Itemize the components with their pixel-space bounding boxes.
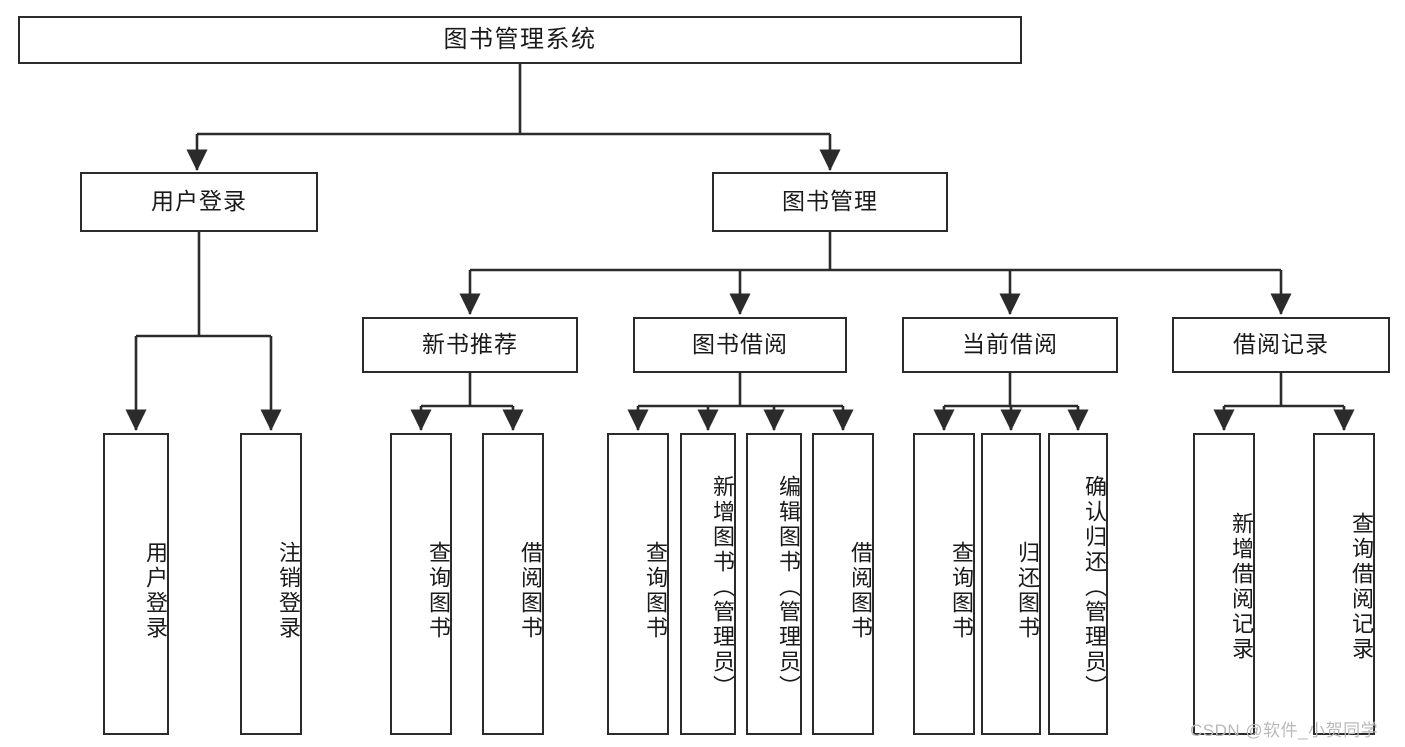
leaf-query-borrow-record[interactable]: 查询借阅记录: [1313, 433, 1375, 735]
leaf-user-logout[interactable]: 注销登录: [240, 433, 302, 735]
leaf-user-logout-label: 注销登录: [276, 541, 301, 641]
node-root[interactable]: 图书管理系统: [18, 16, 1022, 64]
leaf-edit-book-admin[interactable]: 编辑图书（管理员）: [746, 433, 802, 735]
leaf-edit-book-admin-label: 编辑图书（管理员）: [776, 474, 801, 700]
node-borrow-record-label: 借阅记录: [1233, 331, 1329, 358]
leaf-borrow-book-label: 借阅图书: [848, 541, 873, 641]
node-current-borrow[interactable]: 当前借阅: [902, 317, 1118, 373]
leaf-user-login[interactable]: 用户登录: [103, 433, 169, 735]
leaf-borrow-book[interactable]: 借阅图书: [812, 433, 874, 735]
leaf-return-book[interactable]: 归还图书: [981, 433, 1041, 735]
node-user-login-label: 用户登录: [151, 188, 247, 215]
node-borrow-record[interactable]: 借阅记录: [1172, 317, 1390, 373]
leaf-add-borrow-record[interactable]: 新增借阅记录: [1193, 433, 1255, 735]
node-user-login[interactable]: 用户登录: [80, 172, 318, 232]
leaf-borrow-book-new[interactable]: 借阅图书: [482, 433, 544, 735]
node-book-management[interactable]: 图书管理: [712, 172, 948, 232]
leaf-borrow-book-new-label: 借阅图书: [518, 541, 543, 641]
leaf-query-book-current[interactable]: 查询图书: [913, 433, 975, 735]
node-book-borrow-label: 图书借阅: [692, 331, 788, 358]
leaf-return-book-label: 归还图书: [1015, 541, 1040, 641]
node-book-management-label: 图书管理: [782, 188, 878, 215]
leaf-query-book-new-label: 查询图书: [426, 541, 451, 641]
node-root-label: 图书管理系统: [443, 25, 597, 53]
leaf-confirm-return-admin[interactable]: 确认归还（管理员）: [1048, 433, 1108, 735]
csdn-watermark: CSDN @软件_小贺同学: [1190, 721, 1379, 740]
leaf-confirm-return-admin-label: 确认归还（管理员）: [1082, 474, 1107, 700]
node-current-borrow-label: 当前借阅: [962, 331, 1058, 358]
leaf-query-book-borrow[interactable]: 查询图书: [607, 433, 669, 735]
node-new-book-recommend[interactable]: 新书推荐: [362, 317, 578, 373]
leaf-add-borrow-record-label: 新增借阅记录: [1229, 512, 1254, 662]
node-book-borrow[interactable]: 图书借阅: [633, 317, 847, 373]
leaf-add-book-admin[interactable]: 新增图书（管理员）: [680, 433, 736, 735]
leaf-query-book-current-label: 查询图书: [949, 541, 974, 641]
leaf-user-login-label: 用户登录: [143, 541, 168, 641]
leaf-query-book-borrow-label: 查询图书: [643, 541, 668, 641]
leaf-query-book-new[interactable]: 查询图书: [390, 433, 452, 735]
leaf-query-borrow-record-label: 查询借阅记录: [1349, 512, 1374, 662]
node-new-book-recommend-label: 新书推荐: [422, 331, 518, 358]
leaf-add-book-admin-label: 新增图书（管理员）: [710, 474, 735, 700]
